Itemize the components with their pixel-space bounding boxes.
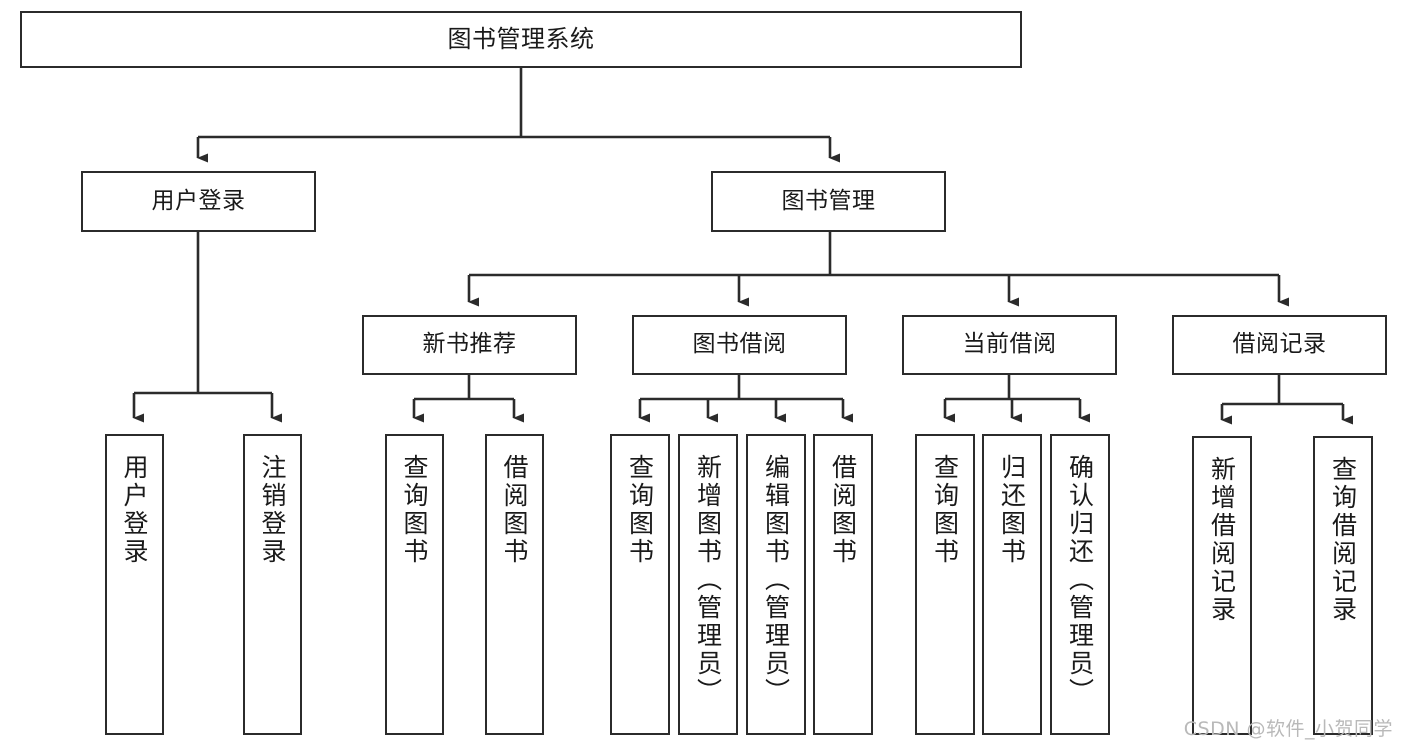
- node-borrow-record-label: 借阅记录: [1232, 331, 1327, 358]
- node-leaf-recommend-query-book-label: 查询图书: [400, 454, 429, 566]
- node-current-borrow-label: 当前借阅: [962, 331, 1057, 358]
- node-leaf-borrow-borrow-book-label: 借阅图书: [828, 454, 858, 566]
- node-leaf-logout[interactable]: 注销登录: [243, 434, 302, 735]
- node-leaf-current-confirm-return[interactable]: 确认归还（管理员）: [1050, 434, 1110, 735]
- node-leaf-logout-label: 注销登录: [258, 454, 287, 566]
- node-book-borrow-label: 图书借阅: [692, 331, 787, 358]
- node-leaf-record-add[interactable]: 新增借阅记录: [1192, 436, 1252, 735]
- node-leaf-user-login-label: 用户登录: [120, 454, 149, 566]
- node-leaf-current-return-book[interactable]: 归还图书: [982, 434, 1042, 735]
- node-book-borrow[interactable]: 图书借阅: [632, 315, 847, 375]
- node-borrow-record[interactable]: 借阅记录: [1172, 315, 1387, 375]
- node-leaf-recommend-borrow-book-label: 借阅图书: [500, 454, 529, 566]
- node-leaf-borrow-query-book-label: 查询图书: [625, 454, 655, 566]
- node-root-system-label: 图书管理系统: [447, 25, 595, 54]
- node-leaf-current-query-book-label: 查询图书: [930, 454, 960, 566]
- node-book-manage-label: 图书管理: [781, 187, 876, 214]
- node-leaf-recommend-borrow-book[interactable]: 借阅图书: [485, 434, 544, 735]
- node-leaf-record-query[interactable]: 查询借阅记录: [1313, 436, 1373, 735]
- node-leaf-record-query-label: 查询借阅记录: [1328, 456, 1358, 624]
- node-new-book-recommend-label: 新书推荐: [422, 331, 517, 358]
- node-book-manage[interactable]: 图书管理: [711, 171, 946, 232]
- node-leaf-current-confirm-return-label: 确认归还（管理员）: [1065, 454, 1095, 706]
- node-leaf-borrow-borrow-book[interactable]: 借阅图书: [813, 434, 873, 735]
- node-current-borrow[interactable]: 当前借阅: [902, 315, 1117, 375]
- node-leaf-borrow-add-book[interactable]: 新增图书（管理员）: [678, 434, 738, 735]
- node-leaf-record-add-label: 新增借阅记录: [1207, 456, 1237, 624]
- node-user-login[interactable]: 用户登录: [81, 171, 316, 232]
- node-root-system[interactable]: 图书管理系统: [20, 11, 1022, 68]
- node-leaf-borrow-query-book[interactable]: 查询图书: [610, 434, 670, 735]
- node-leaf-recommend-query-book[interactable]: 查询图书: [385, 434, 444, 735]
- node-new-book-recommend[interactable]: 新书推荐: [362, 315, 577, 375]
- node-user-login-label: 用户登录: [151, 187, 246, 214]
- node-leaf-current-return-book-label: 归还图书: [997, 454, 1027, 566]
- node-leaf-user-login[interactable]: 用户登录: [105, 434, 164, 735]
- node-leaf-borrow-edit-book-label: 编辑图书（管理员）: [761, 454, 791, 706]
- node-leaf-borrow-edit-book[interactable]: 编辑图书（管理员）: [746, 434, 806, 735]
- node-leaf-borrow-add-book-label: 新增图书（管理员）: [693, 454, 723, 706]
- node-leaf-current-query-book[interactable]: 查询图书: [915, 434, 975, 735]
